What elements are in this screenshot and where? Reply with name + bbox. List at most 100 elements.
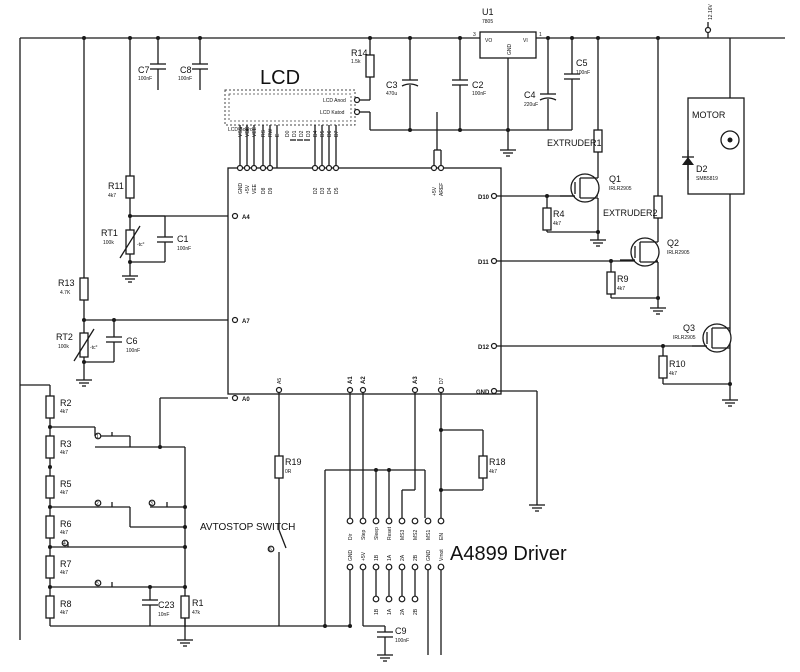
q3-value: IRLR2905 (673, 335, 696, 341)
r8-label: R8 (60, 599, 72, 609)
mcu-pin-a7: A7 (242, 319, 250, 325)
r3-label: R3 (60, 439, 72, 449)
resistor-r13 (79, 36, 89, 333)
rt1-label: RT1 (101, 228, 118, 238)
diode-d2 (682, 150, 694, 180)
svg-text:D2: D2 (299, 130, 305, 137)
svg-text:D7: D7 (334, 130, 340, 137)
c2-label: C2 (472, 80, 484, 90)
svg-text:D2: D2 (313, 187, 319, 194)
switch-pin-labels: 1 2 3 4 5 6 (63, 434, 272, 587)
lcd-title: LCD (260, 67, 300, 89)
svg-text:A3: A3 (413, 376, 419, 384)
q1-value: IRLR2905 (609, 186, 632, 192)
r14-value: 1.5k (351, 59, 361, 65)
q2-value: IRLR2905 (667, 250, 690, 256)
svg-text:RS: RS (261, 129, 267, 137)
c7-value: 100nF (138, 76, 152, 82)
svg-text:2A: 2A (400, 554, 406, 561)
mcu-pin-d11: D11 (478, 260, 489, 266)
svg-text:MS3: MS3 (400, 530, 406, 541)
c6-value: 100nF (126, 348, 140, 354)
svg-text:MS2: MS2 (413, 530, 419, 541)
button-ladder (20, 384, 350, 627)
pushbutton-switches (50, 398, 187, 627)
c23-value: 10nF (158, 612, 169, 618)
svg-text:Step: Step (361, 529, 367, 540)
c9-value: 100nF (395, 638, 409, 644)
driver-sub-labels: 1B 1A 2A 2B (374, 608, 419, 615)
r19-value: 0R (285, 469, 292, 475)
q1-label: Q1 (609, 174, 621, 184)
svg-text:A5: A5 (277, 378, 283, 384)
supply-label: 12.16V (708, 3, 714, 20)
svg-text:RW: RW (268, 128, 274, 137)
r19-label: R19 (285, 457, 302, 467)
svg-text:D5: D5 (334, 187, 340, 194)
c1-label: C1 (177, 234, 189, 244)
svg-text:3: 3 (150, 501, 153, 507)
svg-text:4: 4 (63, 541, 66, 547)
r10-value: 4k7 (669, 371, 677, 377)
r11-value: 4k7 (108, 193, 116, 199)
svg-text:VEE: VEE (252, 183, 258, 194)
mcu-pin-d12: D12 (478, 345, 490, 351)
resistor-r11 (125, 36, 135, 230)
svg-text:GND: GND (348, 550, 354, 562)
capacitor-c5 (548, 36, 580, 131)
capacitor-c7 (150, 36, 166, 90)
r9-label: R9 (617, 274, 629, 284)
svg-text:2B: 2B (413, 608, 419, 615)
q3-label: Q3 (683, 323, 695, 333)
svg-text:D5: D5 (320, 130, 326, 137)
c5-label: C5 (576, 58, 588, 68)
capacitor-c23 (142, 585, 158, 626)
thermistor-rt1 (119, 225, 141, 283)
svg-text:1: 1 (96, 434, 99, 440)
svg-text:D9: D9 (268, 187, 274, 194)
u1-pin3: 3 (473, 32, 476, 38)
svg-text:D3: D3 (320, 187, 326, 194)
svg-text:Vmot: Vmot (439, 549, 445, 561)
resistor-r10 (658, 344, 730, 385)
svg-text:Sleep: Sleep (374, 527, 380, 540)
rt2-temp: -tc° (90, 345, 98, 351)
svg-text:+5V: +5V (245, 184, 251, 194)
c7-label: C7 (138, 65, 150, 75)
r2-value: 4k7 (60, 409, 68, 415)
r2-label: R2 (60, 398, 72, 408)
r7-label: R7 (60, 559, 72, 569)
motor-label: MOTOR (692, 110, 726, 120)
avtostop-label: AVTOSTOP SWITCH (200, 522, 295, 533)
svg-text:VEE: VEE (252, 126, 258, 137)
svg-text:VDD: VDD (245, 126, 251, 137)
c8-label: C8 (180, 65, 192, 75)
driver-wiring (324, 393, 488, 626)
c23-label: C23 (158, 600, 175, 610)
mcu-pin-d10: D10 (478, 195, 490, 201)
d2-label: D2 (696, 164, 708, 174)
svg-text:Reset: Reset (387, 526, 393, 540)
svg-text:GND: GND (238, 183, 244, 195)
svg-text:+5V: +5V (361, 551, 367, 561)
svg-text:VSS: VSS (238, 126, 244, 137)
lcd-display (224, 89, 356, 126)
r4-label: R4 (553, 209, 565, 219)
resistor-r1 (177, 595, 193, 647)
capacitor-c3 (401, 36, 419, 132)
c5-value: 100nF (576, 70, 590, 76)
mcu-right-pins (490, 192, 730, 512)
r1-label: R1 (192, 598, 204, 608)
u1-value: 7805 (482, 19, 493, 25)
c8-value: 100nF (178, 76, 192, 82)
q2-label: Q2 (667, 238, 679, 248)
resistor-r9 (606, 259, 658, 299)
r13-value: 4.7K (60, 290, 71, 296)
c4-label: C4 (524, 90, 536, 100)
capacitor-c8 (192, 36, 208, 90)
svg-text:D8: D8 (261, 187, 267, 194)
svg-text:1B: 1B (374, 554, 380, 561)
svg-text:D7: D7 (439, 377, 445, 384)
rt2-value: 100k (58, 344, 69, 350)
